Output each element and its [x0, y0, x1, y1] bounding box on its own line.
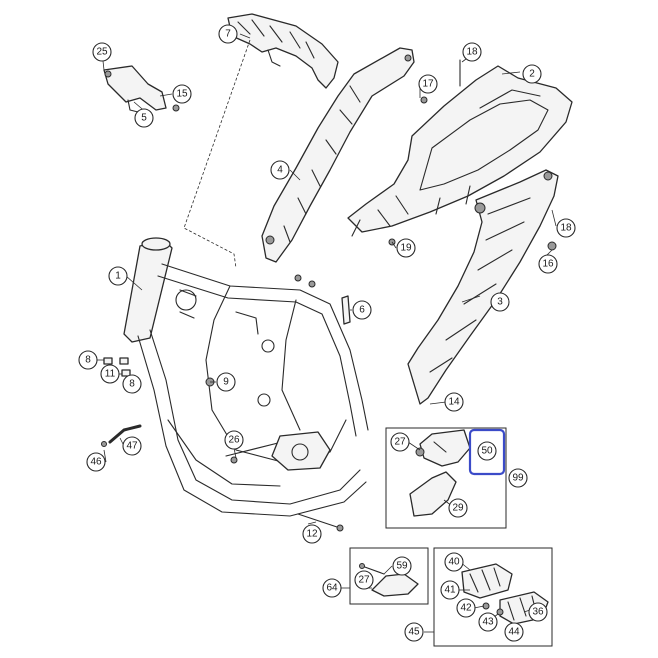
- part-1-main-frame: [123, 237, 369, 517]
- callout-19: 19: [396, 238, 416, 258]
- callout-7: 7: [218, 24, 238, 44]
- svg-text:18: 18: [466, 47, 478, 58]
- callout-47: 47: [122, 436, 142, 456]
- part-6-link: [341, 295, 351, 325]
- callout-8-top: 8: [78, 350, 98, 370]
- svg-text:36: 36: [532, 607, 544, 618]
- part-47-hose: [101, 424, 142, 447]
- svg-text:59: 59: [396, 561, 408, 572]
- callout-18-side: 18: [556, 218, 576, 238]
- group-64-box: [349, 547, 429, 605]
- callout-5: 5: [134, 108, 154, 128]
- callout-64: 64: [322, 578, 342, 598]
- callout-4: 4: [270, 160, 290, 180]
- svg-text:44: 44: [508, 627, 520, 638]
- svg-text:25: 25: [96, 47, 108, 58]
- callout-15: 15: [172, 84, 192, 104]
- highlight-part-50[interactable]: 50: [468, 428, 506, 476]
- callout-45: 45: [404, 622, 424, 642]
- callout-99: 99: [508, 468, 528, 488]
- svg-text:19: 19: [400, 243, 412, 254]
- callout-3: 3: [490, 292, 510, 312]
- svg-text:18: 18: [560, 223, 572, 234]
- callout-1: 1: [108, 266, 128, 286]
- callout-27-box99: 27: [390, 432, 410, 452]
- callout-29: 29: [448, 498, 468, 518]
- callout-27-box64: 27: [354, 570, 374, 590]
- callout-12: 12: [302, 524, 322, 544]
- svg-text:1: 1: [115, 271, 121, 282]
- callout-17: 17: [418, 74, 438, 94]
- callout-6: 6: [352, 300, 372, 320]
- part-12-axle-bolt: [297, 513, 344, 532]
- callout-41: 41: [440, 580, 460, 600]
- svg-text:15: 15: [176, 89, 188, 100]
- callout-46: 46: [86, 452, 106, 472]
- callout-42: 42: [456, 598, 476, 618]
- part-3-side-panel: [407, 169, 559, 405]
- callout-16: 16: [538, 254, 558, 274]
- svg-text:7: 7: [225, 29, 231, 40]
- svg-text:8: 8: [85, 355, 91, 366]
- svg-text:6: 6: [359, 305, 365, 316]
- callout-26: 26: [224, 430, 244, 450]
- svg-text:14: 14: [448, 397, 460, 408]
- svg-text:47: 47: [126, 441, 138, 452]
- part-2-rear-subframe: [347, 65, 573, 246]
- part-7-top-bracket: [227, 13, 339, 89]
- callout-36: 36: [528, 602, 548, 622]
- svg-text:40: 40: [448, 557, 460, 568]
- svg-text:3: 3: [497, 297, 503, 308]
- callout-2: 2: [522, 64, 542, 84]
- callout-50[interactable]: 50: [477, 441, 497, 461]
- callout-25: 25: [92, 42, 112, 62]
- svg-text:12: 12: [306, 529, 318, 540]
- svg-text:11: 11: [105, 369, 116, 380]
- callout-14: 14: [444, 392, 464, 412]
- svg-text:46: 46: [90, 457, 102, 468]
- callout-59: 59: [392, 556, 412, 576]
- svg-text:2: 2: [529, 69, 535, 80]
- callout-18-top: 18: [462, 42, 482, 62]
- callout-43: 43: [478, 612, 498, 632]
- svg-text:8: 8: [129, 379, 135, 390]
- svg-text:29: 29: [452, 503, 464, 514]
- group-99-box: [385, 427, 507, 529]
- svg-text:4: 4: [277, 165, 283, 176]
- svg-text:26: 26: [228, 435, 240, 446]
- svg-text:50: 50: [481, 446, 493, 457]
- svg-text:45: 45: [408, 627, 420, 638]
- callout-11: 11: [100, 364, 120, 384]
- svg-text:9: 9: [223, 377, 229, 388]
- svg-text:16: 16: [542, 259, 554, 270]
- part-5-small-bracket: [103, 65, 180, 113]
- callout-40: 40: [444, 552, 464, 572]
- svg-text:42: 42: [460, 603, 472, 614]
- callout-44: 44: [504, 622, 524, 642]
- part-4-left-rail: [261, 47, 415, 263]
- callout-8-bottom: 8: [122, 374, 142, 394]
- svg-text:43: 43: [482, 617, 494, 628]
- svg-text:27: 27: [358, 575, 370, 586]
- svg-text:99: 99: [512, 473, 524, 484]
- svg-text:5: 5: [141, 113, 147, 124]
- svg-text:17: 17: [422, 79, 434, 90]
- svg-text:27: 27: [394, 437, 406, 448]
- svg-text:41: 41: [444, 585, 456, 596]
- svg-text:64: 64: [326, 583, 338, 594]
- callout-9: 9: [216, 372, 236, 392]
